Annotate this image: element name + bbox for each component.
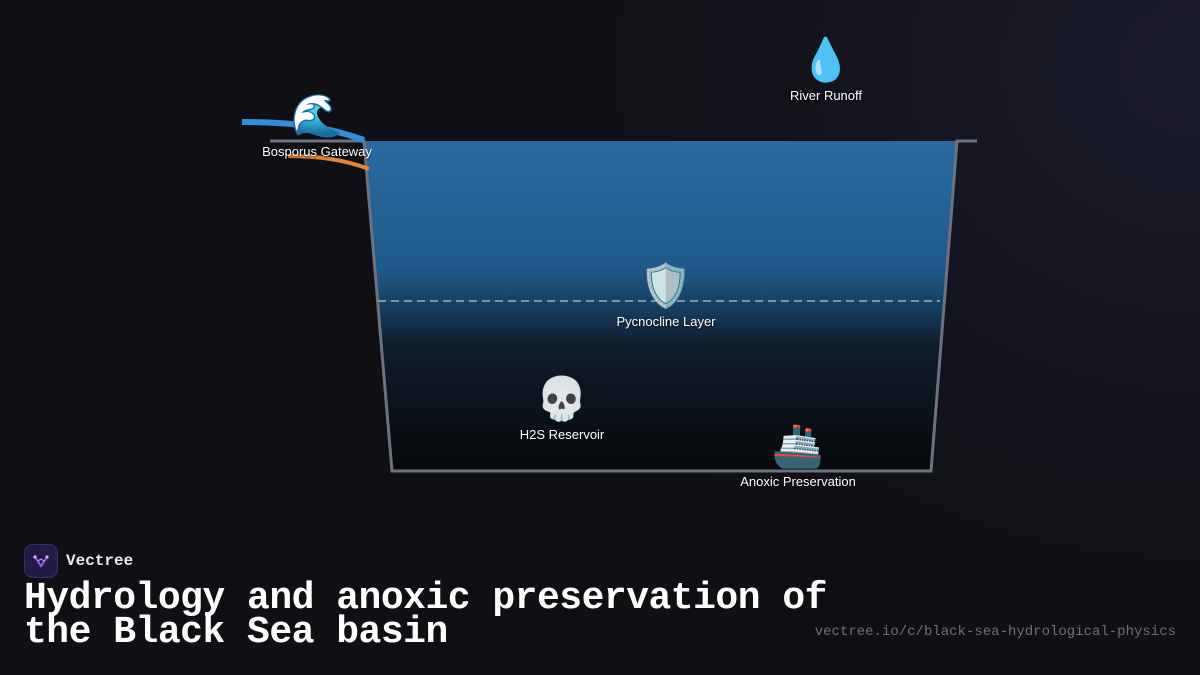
river-runoff-node: 💧 River Runoff	[790, 36, 862, 103]
ship-icon: 🚢	[771, 422, 825, 469]
skull-icon: 💀	[535, 375, 589, 422]
anoxic-preservation-node: 🚢 Anoxic Preservation	[740, 422, 856, 489]
page-title: Hydrology and anoxic preservation of the…	[24, 577, 827, 654]
brand: Vectree	[24, 544, 133, 578]
anoxic-preservation-label: Anoxic Preservation	[740, 474, 856, 489]
source-url: vectree.io/c/black-sea-hydrological-phys…	[814, 624, 1176, 640]
vectree-logo-icon	[24, 544, 58, 578]
brand-name: Vectree	[66, 552, 134, 570]
ocean-wave-icon: 🌊	[290, 92, 344, 139]
basin-wall	[270, 139, 977, 473]
pycnocline-layer-node: 🛡️ Pycnocline Layer	[617, 262, 716, 329]
bosporus-gateway-label: Bosporus Gateway	[262, 144, 372, 159]
shield-icon: 🛡️	[639, 262, 693, 309]
h2s-reservoir-label: H2S Reservoir	[519, 427, 605, 442]
water-droplet-icon: 💧	[799, 36, 853, 83]
pycnocline-layer-label: Pycnocline Layer	[616, 314, 716, 329]
h2s-reservoir-node: 💀 H2S Reservoir	[520, 375, 605, 442]
bosporus-outflow-arrow	[287, 154, 370, 171]
river-runoff-label: River Runoff	[789, 88, 863, 103]
bosporus-inflow-arrow	[241, 119, 366, 143]
basin-water	[364, 141, 957, 471]
bosporus-gateway-node: 🌊 Bosporus Gateway	[262, 92, 372, 159]
